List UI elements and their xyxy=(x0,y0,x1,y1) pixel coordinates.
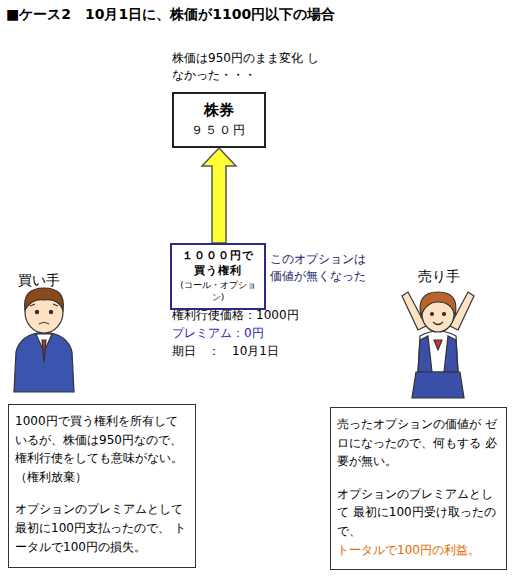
node-text: 売ったオプションの価値が ゼロになったので、何もする 必要が無い。 xyxy=(337,415,500,471)
buyer-note-box: 1000円で買う権利を所有して いるが、株価は950円なので、 権利行使をしても… xyxy=(8,404,196,568)
seller-figure xyxy=(402,292,474,398)
node-text: 株券 xyxy=(176,100,262,121)
expiry-date: 期日 ： 10月1日 xyxy=(172,343,332,360)
stock-certificate-box: 株券９５０円 xyxy=(172,92,266,148)
node-text: オプションのプレミアムとして 最初に100円受け取ったので、 xyxy=(337,485,500,541)
node-text: １０００円で 買う権利 xyxy=(174,249,262,279)
seller-note-box: 売ったオプションの価値が ゼロになったので、何もする 必要が無い。オプションのプ… xyxy=(330,407,507,570)
seller-label: 売り手 xyxy=(418,266,478,286)
buyer-figure xyxy=(14,288,74,392)
block-arrow xyxy=(202,148,236,243)
call-option-box: １０００円で 買う権利(コール・オプション) xyxy=(170,243,266,310)
node-text: 1000円で買う権利を所有して いるが、株価は950円なので、 権利行使をしても… xyxy=(15,412,189,486)
option-status-note: このオプションは 価値が無くなった xyxy=(270,251,374,286)
buyer-label: 買い手 xyxy=(18,270,78,290)
node-text: オプションのプレミアムとして 最初に100円支払ったので、 トータルで100円の… xyxy=(15,500,189,556)
node-text: ９５０円 xyxy=(176,121,262,139)
node-text: トータルで100円の利益。 xyxy=(337,541,500,560)
case-title: ■ケース2 10月1日に、株価が1100円以下の場合 xyxy=(6,4,335,24)
node-text: (コール・オプション) xyxy=(174,279,262,304)
observation-note: 株価は950円のまま変化 しなかった・・・ xyxy=(172,50,322,85)
premium: プレミアム：0円 xyxy=(172,325,332,342)
